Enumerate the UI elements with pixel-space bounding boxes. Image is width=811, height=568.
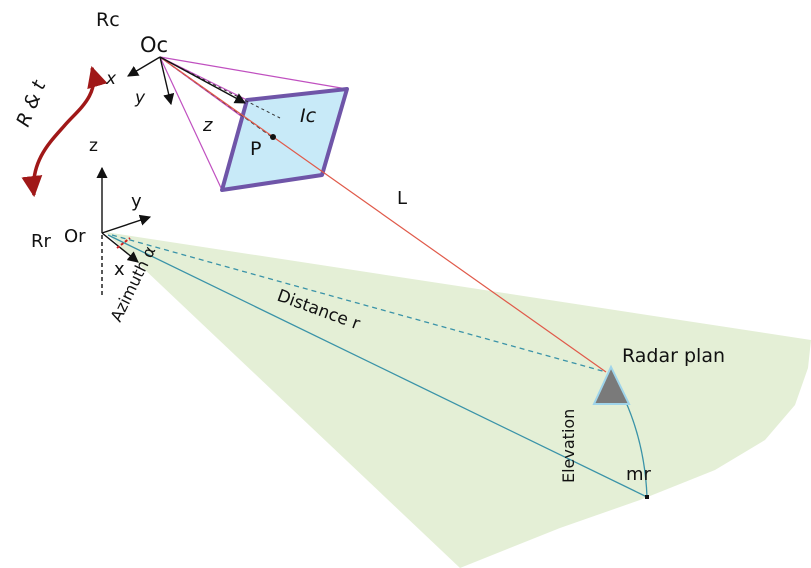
- radar-y-axis: [101, 214, 152, 234]
- camera-axes: [127, 56, 246, 106]
- point-p-marker: [270, 134, 276, 140]
- label-or: Or: [64, 226, 86, 247]
- camera-x-axis: [127, 56, 161, 77]
- label-radar-z: z: [89, 136, 98, 156]
- elevation-arc: [624, 399, 648, 498]
- transform-arrow: [21, 65, 108, 198]
- radar-target-marker: [592, 364, 631, 405]
- label-rr: Rr: [31, 231, 52, 252]
- label-rc: Rc: [96, 9, 120, 31]
- label-image-plane: Ic: [300, 105, 317, 127]
- label-camera-z: z: [202, 115, 213, 136]
- label-radar-plan: Radar plan: [622, 345, 725, 367]
- distance-line: [107, 234, 648, 498]
- radar-x-axis: [101, 232, 139, 263]
- line-l: [159, 56, 607, 373]
- radar-field-of-view-sector: [105, 232, 811, 568]
- camera-y-axis: [159, 56, 175, 106]
- label-transform: R & t: [12, 76, 51, 130]
- label-camera-y: y: [134, 88, 146, 108]
- label-mr: mr: [626, 464, 652, 485]
- image-plane: [220, 87, 349, 192]
- point-mr-marker: [645, 495, 649, 499]
- label-oc: Oc: [140, 33, 168, 57]
- label-elevation: Elevation: [559, 409, 578, 483]
- radar-target-projection-dashed: [111, 234, 607, 373]
- label-radar-x: x: [114, 259, 125, 280]
- azimuth-angle-mark: [116, 237, 131, 249]
- label-line-l: L: [397, 188, 407, 209]
- label-radar-y: y: [131, 191, 142, 212]
- label-camera-x: x: [105, 69, 117, 89]
- label-point-p: P: [250, 138, 261, 160]
- camera-z-axis: [159, 56, 246, 104]
